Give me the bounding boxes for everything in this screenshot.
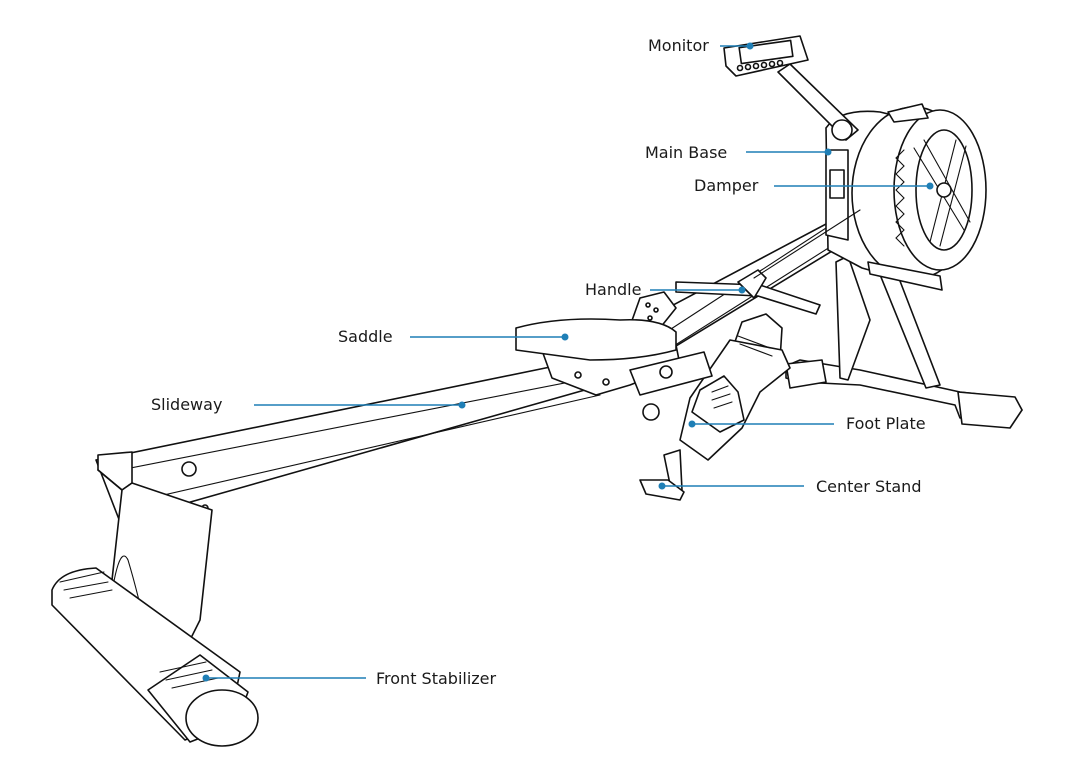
label-handle: Handle (585, 280, 642, 299)
monitor-assembly (723, 35, 859, 141)
label-monitor: Monitor (648, 36, 709, 55)
leader-lines (202, 42, 934, 682)
label-front-stabilizer: Front Stabilizer (376, 669, 497, 688)
flywheel-housing (825, 103, 987, 291)
saddle-assembly (515, 318, 713, 421)
foot-plate-assembly (629, 291, 791, 501)
label-foot-plate: Foot Plate (846, 414, 926, 433)
label-main-base: Main Base (645, 143, 728, 162)
label-damper: Damper (694, 176, 759, 195)
front-stabilizer-assembly (51, 451, 259, 747)
label-saddle: Saddle (338, 327, 393, 346)
label-slideway: Slideway (151, 395, 223, 414)
label-center-stand: Center Stand (816, 477, 922, 496)
